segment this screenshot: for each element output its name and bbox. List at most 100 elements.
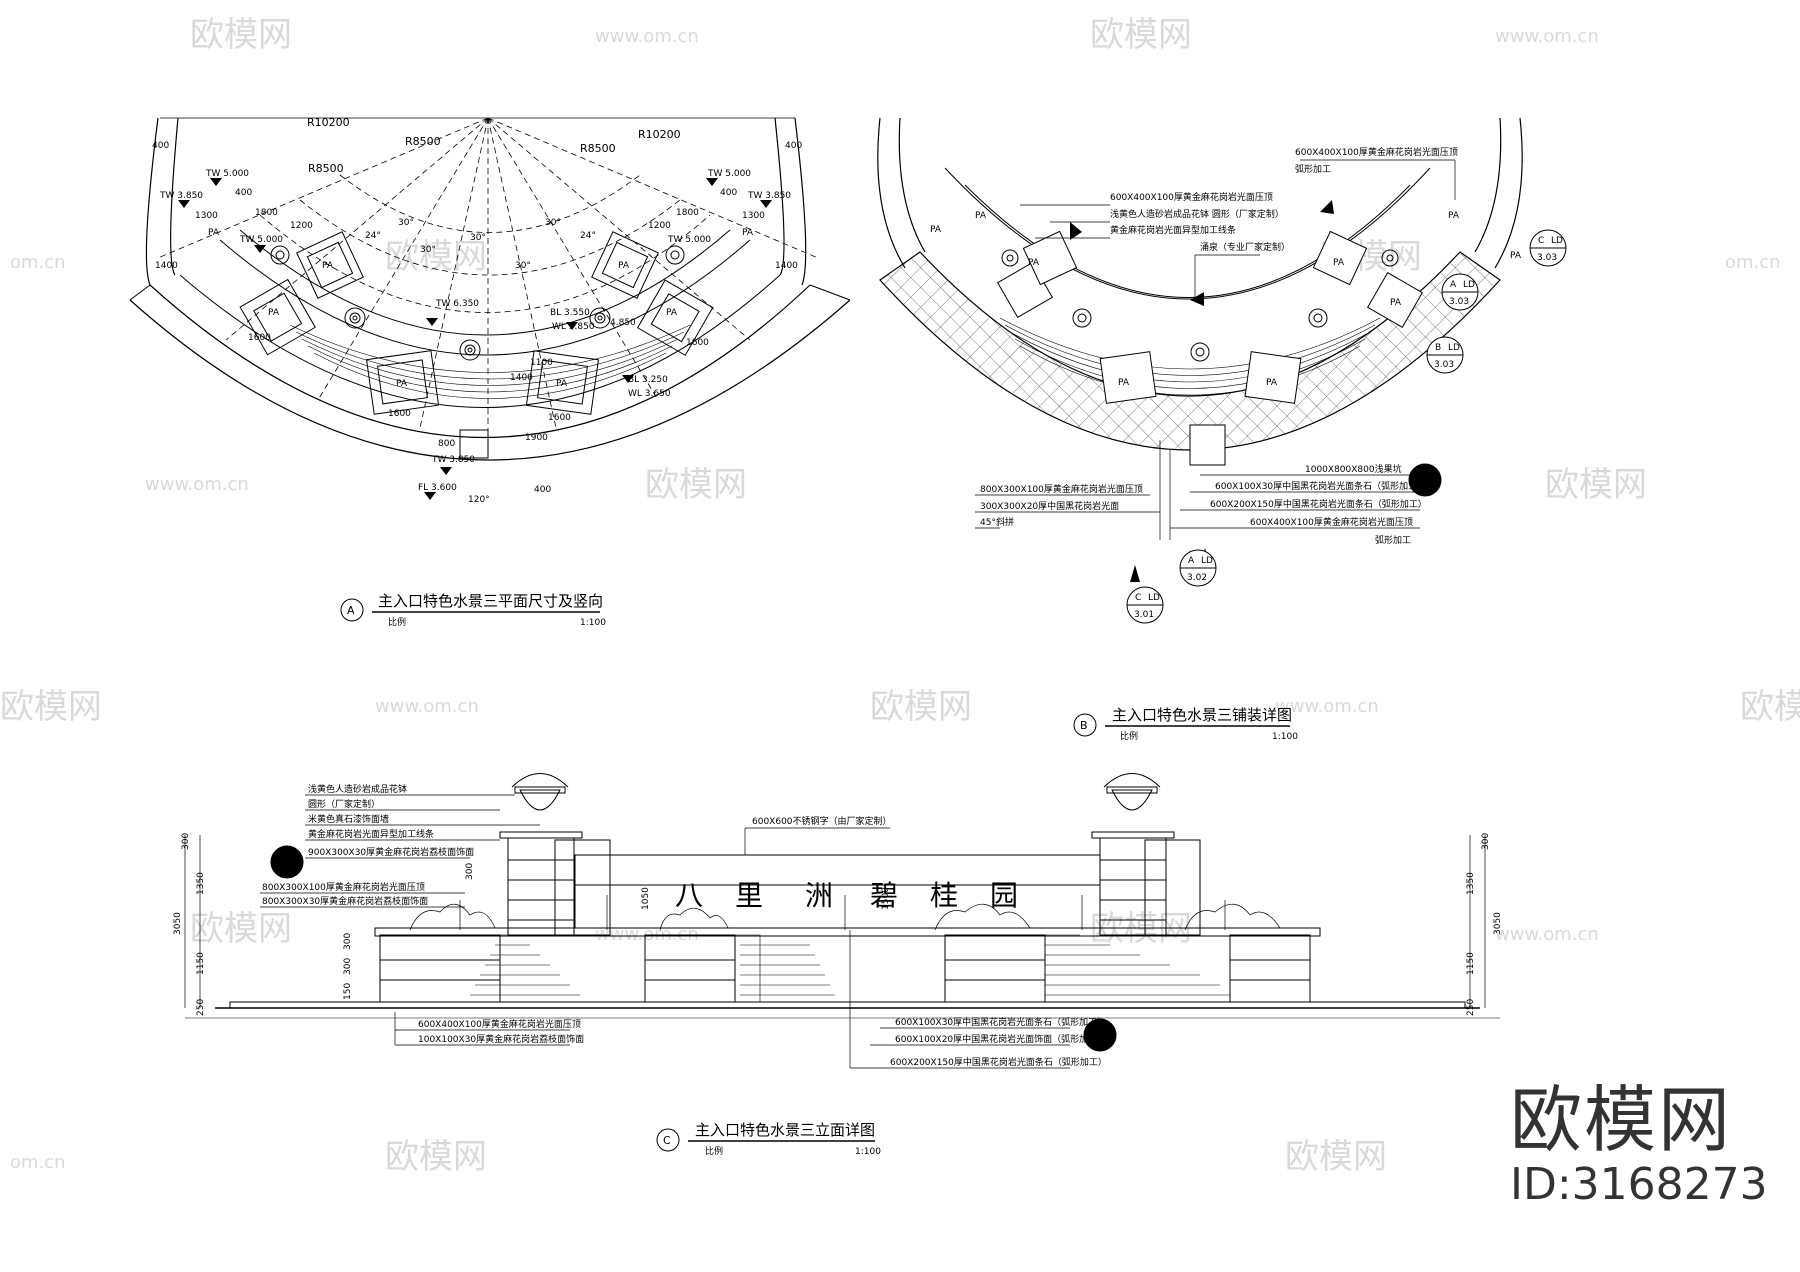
dimension-label: 1500 <box>881 887 891 910</box>
plan-a-scale-label: 比例 <box>388 616 406 628</box>
watermark-brand: 欧模网 <box>1545 465 1647 505</box>
plan-b-scale-label: 比例 <box>1120 730 1138 742</box>
plan-a-title-letter: A <box>347 604 355 617</box>
dimension-label: 300 <box>181 833 191 850</box>
watermark-site: www.om.cn <box>145 474 249 495</box>
note-text: 浅黄色人造砂岩成品花钵 <box>308 783 407 795</box>
pa-label: PA <box>975 211 987 221</box>
callout-letter: C <box>1538 236 1544 246</box>
callout-ref: 3.03 <box>1537 253 1557 263</box>
sign-character: 里 <box>735 879 763 912</box>
dimension-label: 300 <box>465 863 475 880</box>
note-text: 600X400X100厚黄金麻花岗岩光面压顶 <box>1110 191 1273 203</box>
dimension-label: 1400 <box>155 261 178 271</box>
dimension-label: 400 <box>152 141 169 151</box>
note-text: 浅黄色人造砂岩成品花钵 圆形（厂家定制） <box>1110 208 1284 220</box>
level-label: TW 5.000 <box>239 235 283 245</box>
note-text: 600X400X100厚黄金麻花岗岩光面压顶 <box>1250 516 1413 528</box>
watermark-site: www.om.cn <box>1275 696 1379 717</box>
dimension-label: 1300 <box>742 211 765 221</box>
sign-character: 碧 <box>870 879 898 912</box>
level-label: BL 3.250 <box>628 375 668 385</box>
callout-ref: 3.02 <box>1187 573 1207 583</box>
pa-label: PA <box>1448 211 1460 221</box>
pa-label: PA <box>556 379 568 389</box>
note-text: 600X400X100厚黄金麻花岗岩光面压顶 <box>1295 146 1458 158</box>
radius-label: R8500 <box>308 162 344 175</box>
level-label: FL 3.600 <box>418 483 457 493</box>
pa-label: PA <box>322 261 334 271</box>
watermark-site: www.om.cn <box>375 696 479 717</box>
callout-ref: 3.03 <box>1434 360 1454 370</box>
note-text: 米黄色真石漆饰面墙 <box>308 813 389 825</box>
plan-b-title-block: B 主入口特色水景三铺装详图 比例 1:100 <box>1073 706 1298 742</box>
angle-label: 24° <box>580 231 596 241</box>
level-label: BL 3.550 <box>550 308 590 318</box>
note-text: 600X200X150厚中国黑花岗岩光面条石（弧形加工） <box>1210 498 1427 510</box>
callout-tag: LD <box>1148 593 1160 603</box>
angle-label: 30° <box>515 261 531 271</box>
watermark-brand: 欧模网 <box>0 687 102 727</box>
dimension-label: 400 <box>785 141 802 151</box>
dimension-label: 300 <box>343 933 353 950</box>
callout-ref: 3.03 <box>1449 297 1469 307</box>
pa-label: PA <box>208 228 220 238</box>
dimension-label: 1200 <box>290 221 313 231</box>
pa-label: PA <box>396 379 408 389</box>
dimension-label: 1600 <box>686 338 709 348</box>
plan-a-title-block: A 主入口特色水景三平面尺寸及竖向 比例 1:100 <box>340 592 606 628</box>
angle-label: 30° <box>398 218 414 228</box>
dimension-label: 400 <box>534 485 551 495</box>
sign-character: 园 <box>990 879 1018 912</box>
dimension-label: 800 <box>438 439 455 449</box>
radius-label: R10200 <box>307 116 350 129</box>
model-id: ID:3168273 <box>1510 1159 1768 1210</box>
fountain-jets-b <box>1001 249 1399 362</box>
note-text: 涌泉（专业厂家定制） <box>1200 241 1290 253</box>
plan-b-drawing <box>877 117 1567 624</box>
fountain-jets-a <box>270 245 685 361</box>
dimension-label: 1150 <box>196 952 206 975</box>
watermark-brand: 欧模网 <box>385 237 487 277</box>
note-text: 600X100X30厚中国黑花岗岩光面条石（弧形加工） <box>895 1016 1106 1028</box>
pillar-c-right <box>1091 773 1201 936</box>
callout-letter: C <box>1135 593 1141 603</box>
watermark-short: om.cn <box>10 1152 66 1173</box>
pa-label: PA <box>742 228 754 238</box>
angle-label: 120° <box>468 495 490 505</box>
dimension-label: 1350 <box>1466 872 1476 895</box>
dimension-label: 250 <box>196 999 206 1016</box>
note-text: 黄金麻花岗岩光面异型加工线条 <box>1110 224 1236 236</box>
note-text: 1000X800X800浅果坑 <box>1305 463 1402 475</box>
note-text: 300X300X20厚中国黑花岗岩光面 <box>980 500 1119 512</box>
dimension-label: 1600 <box>388 409 411 419</box>
radial-lines <box>157 117 819 432</box>
callout-letter: A <box>1450 280 1457 290</box>
note-text: 800X300X30厚黄金麻花岗岩荔枝面饰面 <box>262 895 428 907</box>
note-text: 600X100X30厚中国黑花岗岩光面条石（弧形加工） <box>1215 480 1426 492</box>
leader-lines-c <box>260 794 1070 1069</box>
plan-b-labels: 600X400X100厚黄金麻花岗岩光面压顶 浅黄色人造砂岩成品花钵 圆形（厂家… <box>930 146 1563 620</box>
pa-label: PA <box>1333 258 1345 268</box>
pillar-c-left <box>499 773 611 936</box>
watermark-site: www.om.cn <box>1495 26 1599 47</box>
level-markers-a <box>178 178 772 500</box>
watermark-short: om.cn <box>10 252 66 273</box>
brand-name: 欧模网 <box>1510 1078 1733 1162</box>
pa-label: PA <box>666 308 678 318</box>
dimension-label: 400 <box>720 188 737 198</box>
dimension-label: 1200 <box>648 221 671 231</box>
dimension-label: 150 <box>343 983 353 1000</box>
note-text: 600X600不锈钢字（由厂家定制） <box>752 815 892 827</box>
callout-letter: B <box>1435 343 1441 353</box>
dimension-label: 1900 <box>525 433 548 443</box>
angle-label: 30° <box>545 218 561 228</box>
note-text: 45°斜拼 <box>980 516 1014 528</box>
callout-tag: LD <box>1201 556 1213 566</box>
dimension-label: 1050 <box>641 887 651 910</box>
callout-tag: LD <box>1551 236 1563 246</box>
dimension-label: 1600 <box>548 413 571 423</box>
level-label: WL 3.650 <box>628 389 671 399</box>
note-text: 黄金麻花岗岩光面异型加工线条 <box>308 828 434 840</box>
